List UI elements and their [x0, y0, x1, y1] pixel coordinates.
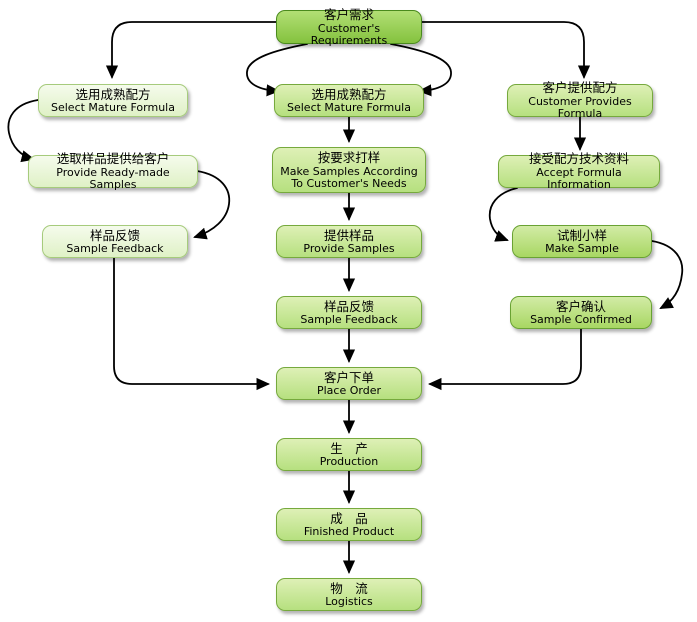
node-zh-label: 客户提供配方 — [542, 80, 618, 96]
node-en-label: Customer Provides Formula — [528, 95, 632, 121]
node-en-label: Sample Confirmed — [530, 313, 632, 327]
node-zh-label: 生 产 — [330, 440, 368, 456]
node-zh-label: 选用成熟配方 — [311, 86, 387, 102]
arrow-top-to-right-branch — [420, 21, 591, 80]
node-zh-label: 物 流 — [330, 580, 368, 596]
arrow-top-to-left-branch — [105, 21, 277, 80]
node-zh-label: 试制小样 — [556, 227, 607, 243]
node-zh-label: 客户需求 — [323, 6, 374, 22]
node-en-label: Logistics — [325, 595, 373, 609]
node-zh-label: 选取样品提供给客户 — [56, 151, 170, 167]
node-zh-label: 接受配方技术资料 — [528, 151, 629, 167]
node-zh-label: 选用成熟配方 — [75, 86, 151, 102]
node-en-label: Finished Product — [303, 525, 395, 539]
node-zh-label: 样品反馈 — [89, 227, 140, 243]
node-select-mature-formula-left: 选用成熟配方 Select Mature Formula — [38, 84, 188, 117]
arrow-left-formula-to-ready-samples — [7, 99, 39, 163]
node-zh-label: 客户下单 — [323, 369, 374, 385]
node-en-label: Provide Ready-made Samples — [56, 166, 170, 192]
node-customer-provides-formula: 客户提供配方 Customer Provides Formula — [507, 80, 653, 120]
node-zh-label: 提供样品 — [323, 227, 374, 243]
node-en-label: Select Mature Formula — [51, 101, 175, 115]
node-sample-feedback-left: 样品反馈 Sample Feedback — [42, 225, 188, 258]
node-zh-label: 成 品 — [330, 510, 368, 526]
node-logistics: 物 流 Logistics — [276, 578, 422, 611]
node-select-mature-formula-center: 选用成熟配方 Select Mature Formula — [274, 84, 424, 117]
node-customer-requirements: 客户需求 Customer's Requirements — [276, 6, 422, 46]
node-make-samples-according: 按要求打样 Make Samples According To Customer… — [272, 147, 426, 193]
arrow-ready-samples-to-feedback — [193, 170, 231, 240]
node-sample-confirmed: 客户确认 Sample Confirmed — [510, 296, 652, 329]
node-place-order: 客户下单 Place Order — [276, 367, 422, 400]
node-sample-feedback-center: 样品反馈 Sample Feedback — [276, 296, 422, 329]
node-en-label: Make Samples According To Customer's Nee… — [280, 164, 418, 190]
arrow-left-feedback-to-place-order — [113, 257, 271, 391]
node-en-label: Sample Feedback — [66, 242, 164, 256]
node-en-label: Place Order — [316, 384, 381, 398]
node-production: 生 产 Production — [276, 438, 422, 471]
node-en-label: Select Mature Formula — [287, 101, 411, 115]
node-en-label: Provide Samples — [303, 242, 395, 256]
node-provide-samples: 提供样品 Provide Samples — [276, 225, 422, 258]
node-make-sample: 试制小样 Make Sample — [512, 225, 652, 258]
arrow-confirmed-to-place-order — [427, 328, 582, 391]
node-en-label: Customer's Requirements — [310, 21, 388, 47]
node-accept-formula-information: 接受配方技术资料 Accept Formula Information — [498, 151, 660, 191]
node-en-label: Sample Feedback — [300, 313, 398, 327]
node-zh-label: 客户确认 — [555, 298, 606, 314]
node-zh-label: 按要求打样 — [317, 149, 381, 165]
node-en-label: Make Sample — [545, 242, 619, 256]
node-provide-ready-made-samples: 选取样品提供给客户 Provide Ready-made Samples — [28, 151, 198, 191]
node-zh-label: 样品反馈 — [323, 298, 374, 314]
node-en-label: Production — [319, 455, 379, 469]
arrow-make-sample-to-confirmed — [651, 240, 684, 309]
node-en-label: Accept Formula Information — [536, 166, 622, 192]
node-finished-product: 成 品 Finished Product — [276, 508, 422, 541]
